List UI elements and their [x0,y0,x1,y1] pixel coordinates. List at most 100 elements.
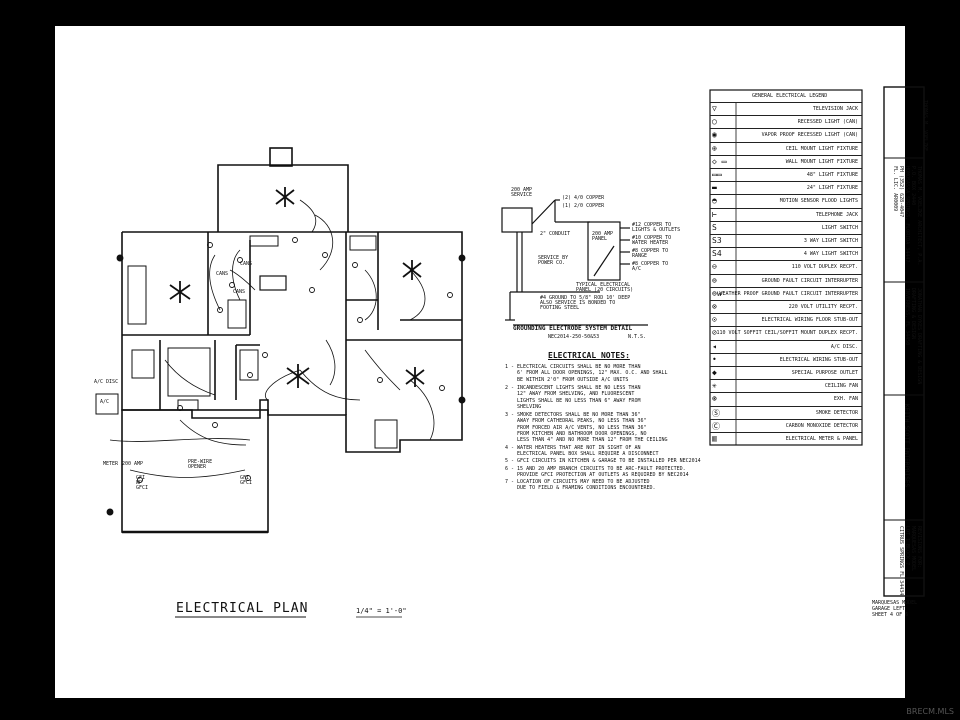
note-item: 4 - WATER HEATERS THAT ARE NOT IN SIGHT … [505,445,659,458]
legend-symbol-icon: ⊙ [712,315,717,325]
amp-label: 200 AMP [122,461,144,467]
legend-row: ▥ ELECTRICAL METER & PANEL [710,432,862,446]
legend-symbol-icon: ⊜w [712,288,722,298]
grounding-detail-title: GROUNDING ELECTRODE SYSTEM DETAIL [513,325,633,332]
drawing-sheet [55,26,905,698]
cans-label-1: CANS [240,261,253,267]
cans-label-3: CANS [216,271,229,277]
legend-symbol-icon: • [712,354,717,364]
legend-label: EXH. FAN [833,396,858,403]
legend-symbol-icon: ⊕ [712,143,717,153]
architect-text: THOMAS M. VOELZKE ARCHITECT, P.A. P.O. B… [892,166,922,266]
legend-row: ⊖ 110 VOLT DUPLEX RECPT. [710,260,862,274]
enterprises-text: KEITH SCOTT ENTERPRISES [903,404,910,488]
legend-label: WALL MOUNT LIGHT FIXTURE [785,158,858,165]
legend-label: RECESSED LIGHT (CAN) [797,119,858,126]
ac-label: A/C [100,399,110,405]
grounding-nts: N.T.S. [628,334,647,340]
ac-disc-label: A/C DISC [94,379,119,385]
legend-symbol-icon: ▬ [712,183,717,193]
legend-label: ELECTRICAL WIRING FLOOR STUB-OUT [761,317,858,324]
note-item: 6 - 15 AND 20 AMP BRANCH CIRCUITS TO BE … [505,466,689,479]
legend-row: ◂A/C DISC. [710,339,862,354]
circuit-label-3: #8 COPPER TO RANGE [632,248,669,259]
legend-symbol-icon: ✳ [712,381,717,391]
legend-symbol-icon: ⊘ [712,328,717,338]
legend-frame [709,89,863,446]
legend-label: TELEVISION JACK [812,106,858,112]
legend-symbol-icon: S4 [712,249,722,259]
legend-symbol-icon: ◯ [712,117,717,127]
cans-label-2: CANS [233,289,246,295]
circuit-label-4: #8 COPPER TO A/C [632,261,669,272]
legend-symbol-icon: Ⓒ [712,421,720,431]
sheet-label: MARQUESAS MODEL GARAGE LEFT SHEET 4 OF 6 [872,600,918,618]
legend-row: ✳CEILING FAN [710,379,862,393]
legend-label: 220 VOLT UTILITY RECPT. [788,304,858,310]
outlet-symbols [106,237,466,516]
legend-label: ELECTRICAL METER & PANEL [785,436,858,442]
stamp-text: THOMAS M. VOELZKE [922,100,928,152]
legend-row: ◉ VAPOR PROOF RECESSED LIGHT (CAN) [710,128,862,142]
project-text: REVISIONS FOR: MARQUESAS MODEL LOT 1 BLO… [898,526,922,596]
legend-row: ▭▭48" LIGHT FIXTURE [710,168,862,182]
legend-label: ELECTRICAL WIRING STUB-OUT [779,356,858,363]
note-item: 7 - LOCATION OF CIRCUITS MAY NEED TO BE … [505,479,656,492]
floor-plan-walls [95,147,463,534]
legend-symbol-icon: ▥ [712,434,717,443]
legend-label: SPECIAL PURPOSE OUTLET [791,370,858,376]
plan-scale: 1/4" = 1'-0" [356,607,407,615]
legend-label: VAPOR PROOF RECESSED LIGHT (CAN) [761,132,858,139]
legend-row: ▬ 24" LIGHT FIXTURE [710,181,862,195]
circuit-label-2: #10 COPPER TO WATER HEATER [632,235,672,246]
legend-row: ⊛EXH. FAN [710,392,862,406]
legend-label: 24" LIGHT FIXTURE [806,185,858,192]
legend-row: S LIGHT SWITCH [710,220,862,235]
note-item: 5 - GFCI CIRCUITS IN KITCHEN & GARAGE TO… [505,458,701,464]
ground-rod-label: #4 GROUND TO 5/8" ROD 10' DEEP ALSO SERV… [540,295,631,311]
legend-symbol-icon: ◇ ▭ [712,156,727,166]
plan-title: ELECTRICAL PLAN [176,601,309,616]
legend-row: ⊜GROUND FAULT CIRCUIT INTERRUPTER [710,273,862,288]
legend-label: CEIL MOUNT LIGHT FIXTURE [785,145,858,152]
legend-label: LIGHT SWITCH [821,224,858,231]
note-item: 1 - ELECTRICAL CIRCUITS SHALL BE NO MORE… [505,364,668,383]
notes-title: ELECTRICAL NOTES: [548,351,630,360]
legend-symbol-icon: ◉ [712,130,717,140]
legend-symbol-icon: ▽ [712,104,717,113]
ceiling-fan-symbols [169,187,425,388]
legend-symbol-icon: Ⓢ [712,408,720,418]
legend-symbol-icon: ⊖ [712,262,717,272]
gfi-label-1: GFI WP GFCI [136,475,149,491]
typical-panel-label: TYPICAL ELECTRICAL PANEL (20 CIRCUITS) [576,282,634,293]
legend-row: Ⓒ CARBON MONOXIDE DETECTOR [710,418,862,433]
drafting-text: JONATHAN DYKES DRAFTING & DESIGN DRAFTIN… [904,288,922,385]
legend-row: ⊕ CEIL MOUNT LIGHT FIXTURE [710,141,862,156]
legend-row: ⊘110 VOLT SOFFIT CEIL/SOFFIT MOUNT DUPLE… [710,326,862,340]
legend-label: 110 VOLT DUPLEX RECPT. [791,264,858,271]
legend-label: 110 VOLT SOFFIT CEIL/SOFFIT MOUNT DUPLEX… [716,330,858,337]
wire-label-1: (2) 4/0 COPPER [562,195,605,201]
note-item: 2 - INCANDESCENT LIGHTS SHALL BE NO LESS… [505,385,641,410]
wiring-runs [109,199,435,478]
legend-label: MOTION SENSOR FLOOD LIGHTS [779,198,858,205]
panel-label: 200 AMP PANEL [592,231,614,242]
legend-symbol-icon: S [712,222,717,232]
legend-row: ⊗220 VOLT UTILITY RECPT. [710,300,862,314]
legend-label: CARBON MONOXIDE DETECTOR [785,422,858,429]
legend-symbol-icon: S3 [712,236,722,245]
legend-row: ⊢TELEPHONE JACK [710,207,862,222]
legend-symbol-icon: ◆ [712,368,717,377]
legend-row: ▽ TELEVISION JACK [710,102,862,116]
legend-row: • ELECTRICAL WIRING STUB-OUT [710,352,862,367]
note-item: 3 - SMOKE DETECTORS SHALL BE NO MORE THA… [505,412,668,443]
conduit-label: 2" CONDUIT [540,231,571,237]
legend-label: A/C DISC. [830,343,858,350]
power-co-label: SERVICE BY POWER CO. [538,255,569,266]
legend-label: TELEPHONE JACK [815,211,858,218]
legend-row: ◆ SPECIAL PURPOSE OUTLET [710,366,862,380]
pre-wire-label: PRE-WIRE OPENER [188,459,213,470]
